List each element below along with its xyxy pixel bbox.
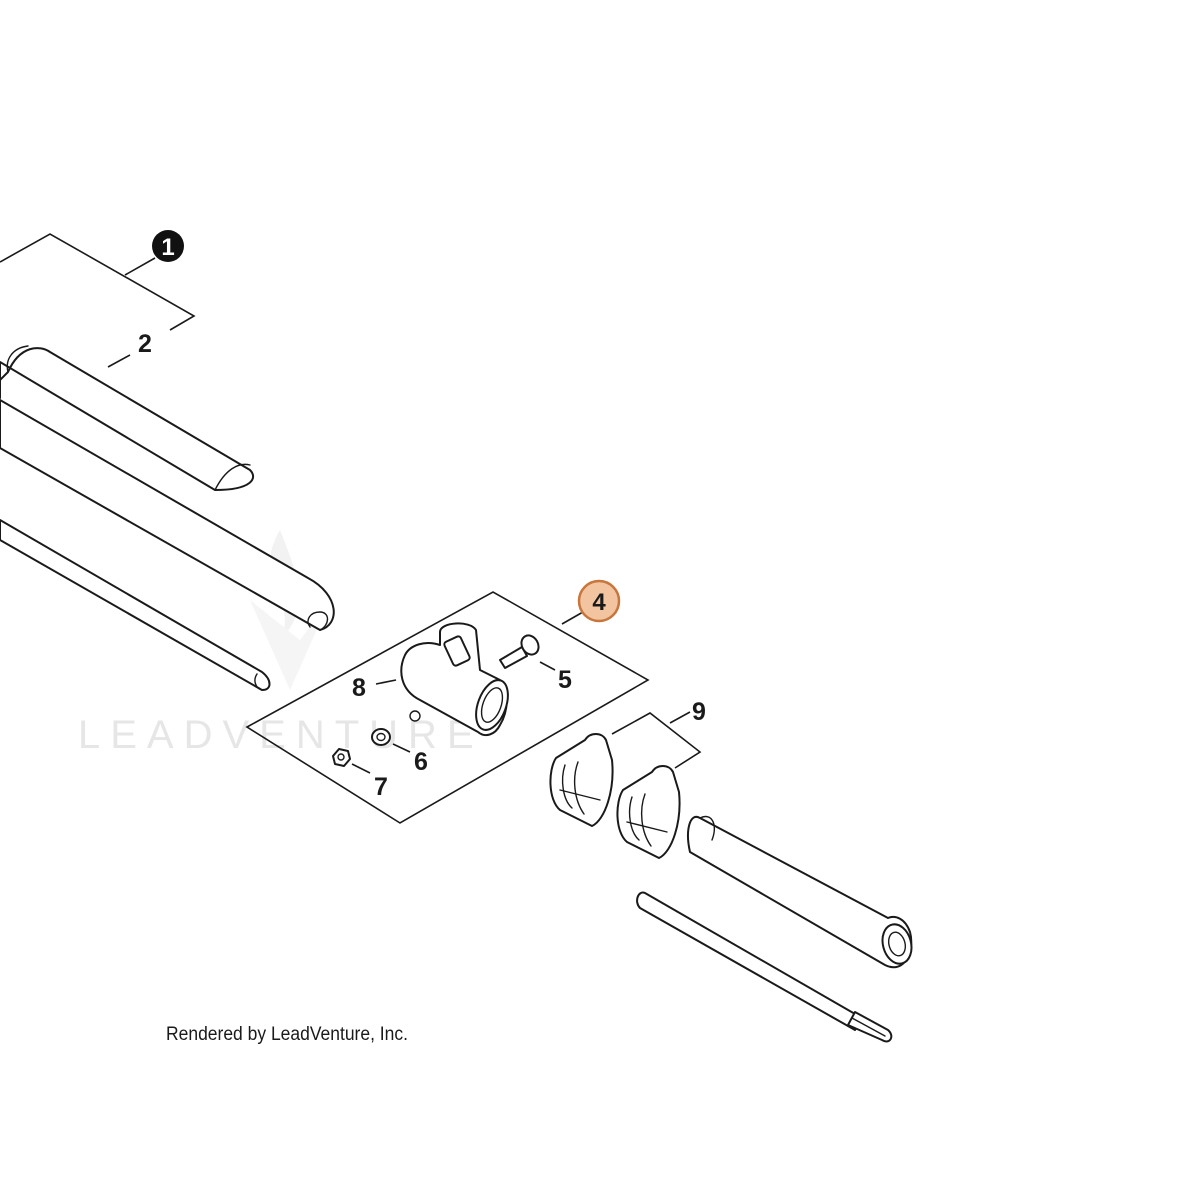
callout-1-label: 1 xyxy=(161,234,174,261)
upper-shaft-tube xyxy=(0,345,335,691)
callout-7-label[interactable]: 7 xyxy=(374,773,388,801)
part-9-clip-right xyxy=(616,765,681,859)
callout-4-badge[interactable]: 4 xyxy=(577,579,621,623)
part-8-clamp-housing xyxy=(400,622,509,737)
part-7-nut xyxy=(332,748,351,767)
part-9-bracket xyxy=(611,711,702,769)
callout-1-circle xyxy=(152,230,184,262)
part-9-clip-left xyxy=(549,733,614,827)
part-6-washer xyxy=(371,728,391,746)
callout-2-label[interactable]: 2 xyxy=(138,330,152,358)
part-5-screw xyxy=(499,634,540,669)
footer-credit: Rendered by LeadVenture, Inc. xyxy=(166,1024,408,1045)
callout-8-label[interactable]: 8 xyxy=(352,674,366,702)
lower-drive-rod xyxy=(636,891,893,1043)
callout-6-label[interactable]: 6 xyxy=(414,748,428,776)
callout-5-label[interactable]: 5 xyxy=(558,666,572,694)
watermark-text: LEADVENTURE xyxy=(78,713,484,757)
lower-shaft-tube xyxy=(687,815,913,969)
callout-1-badge[interactable]: 1 xyxy=(152,230,184,262)
callout-4-label: 4 xyxy=(592,589,606,616)
callout-9-label[interactable]: 9 xyxy=(692,698,706,726)
callout-4-circle xyxy=(577,579,621,623)
assembly-1-bracket xyxy=(0,233,196,368)
